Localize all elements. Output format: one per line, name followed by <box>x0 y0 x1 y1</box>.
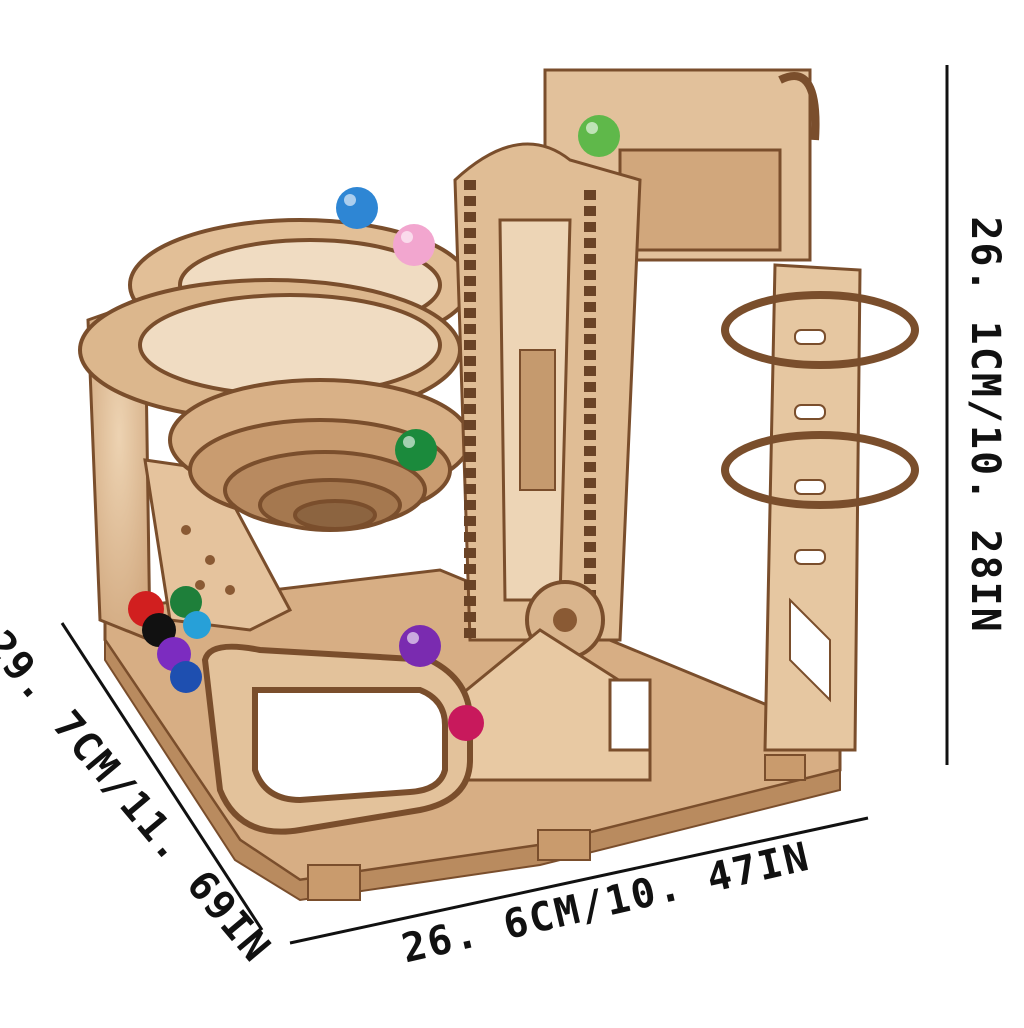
marble-purple <box>399 625 441 667</box>
lower-front-track <box>201 643 473 835</box>
marble-cyan <box>183 611 211 639</box>
marbles <box>128 115 620 741</box>
marble-blue-2 <box>170 661 202 693</box>
marble-pink <box>393 224 435 266</box>
marble-magenta <box>448 705 484 741</box>
central-lift-tower <box>453 142 642 660</box>
marble-green-2 <box>170 586 202 618</box>
marble-dark-green <box>395 429 437 471</box>
width-dimension-line <box>289 816 869 945</box>
depth-dimension-line <box>60 622 264 931</box>
marble-blue <box>336 187 378 229</box>
marble-green <box>578 115 620 157</box>
lower-house <box>428 628 652 782</box>
spiral-tracks <box>78 218 472 532</box>
height-dimension-label: 26. 1CM/10. 28IN <box>962 216 1008 634</box>
